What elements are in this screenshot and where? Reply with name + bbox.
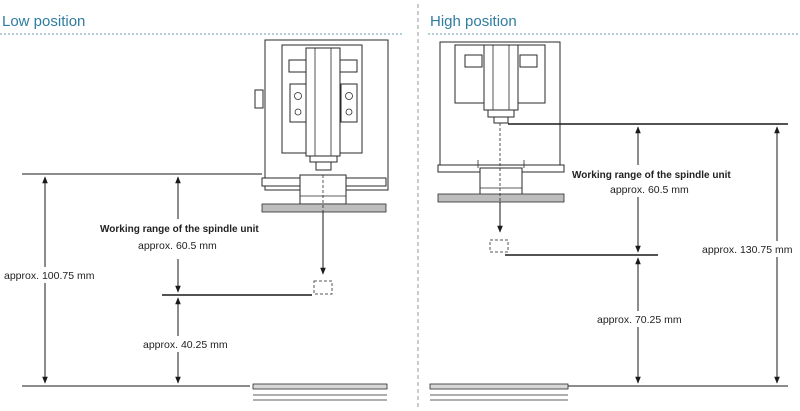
high-position-title: High position [430, 13, 517, 30]
low-total-backdrop [2, 267, 102, 283]
low-working-range-title: Working range of the spindle unit [100, 224, 259, 235]
high-machine-table [429, 383, 569, 401]
low-tool-outline [313, 280, 333, 295]
low-label-backdrop [96, 219, 260, 259]
high-spindle-machine [437, 41, 565, 203]
low-working-range-value: approx. 60.5 mm [138, 240, 217, 252]
low-machine-table [252, 383, 388, 401]
low-spindle-machine [254, 39, 389, 213]
low-position-title: Low position [2, 13, 85, 30]
high-working-range-title: Working range of the spindle unit [572, 170, 731, 181]
high-lower-value: approx. 70.25 mm [597, 314, 682, 326]
high-lower-backdrop [594, 311, 688, 327]
high-total-backdrop [700, 241, 798, 257]
low-lower-value: approx. 40.25 mm [143, 339, 228, 351]
high-working-range-value: approx. 60.5 mm [610, 184, 689, 196]
low-position-panel: Low position [0, 13, 402, 401]
high-tool-outline [489, 239, 509, 253]
high-position-panel: High position [428, 13, 800, 401]
low-total-value: approx. 100.75 mm [4, 270, 95, 282]
high-label-backdrop [568, 165, 730, 197]
high-total-value: approx. 130.75 mm [702, 244, 793, 256]
low-lower-backdrop [140, 336, 236, 352]
